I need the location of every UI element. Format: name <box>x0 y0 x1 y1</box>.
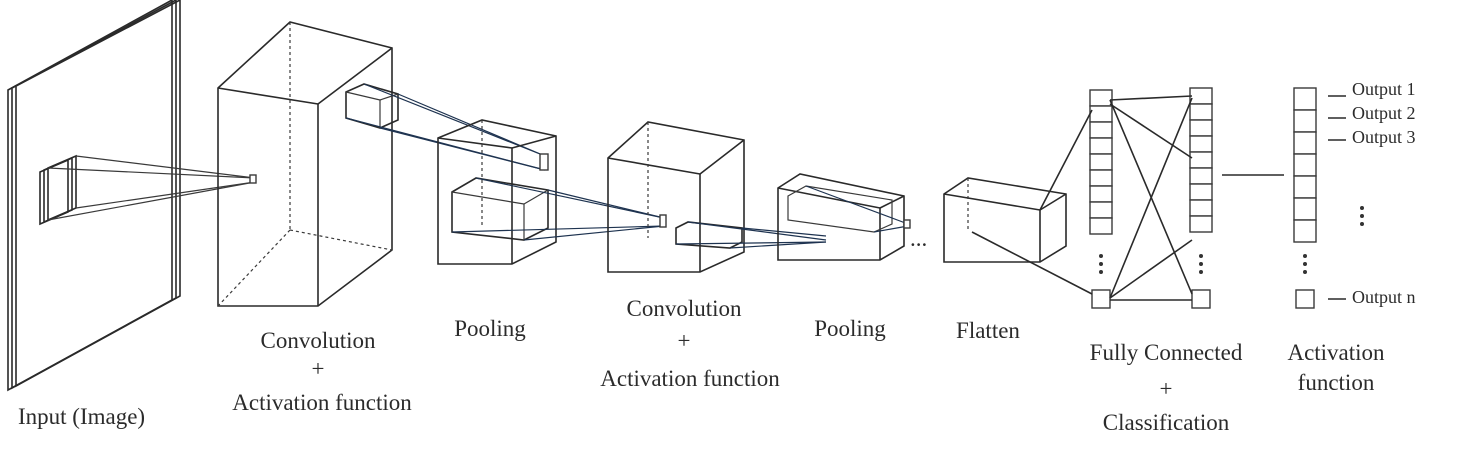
neuron-cell <box>1293 175 1317 199</box>
conv2-label-line1: Convolution <box>626 296 742 321</box>
conv2-label-line3: Activation function <box>600 366 780 391</box>
flatten-to-fc-links <box>971 109 1093 295</box>
output-ticks <box>1328 95 1346 300</box>
fc-label-line3: Classification <box>1103 410 1230 435</box>
conv2-projection-rays <box>675 221 827 249</box>
flatten-volume <box>943 177 1067 263</box>
neuron-cell <box>1089 185 1113 203</box>
pool1-volume <box>437 119 557 265</box>
fc-cross-links <box>1109 95 1193 301</box>
neuron-cell <box>1089 121 1113 139</box>
neuron-cell <box>1189 167 1213 185</box>
neuron-cell <box>1189 151 1213 169</box>
flatten-label: Flatten <box>956 318 1020 343</box>
output-label-1: Output 1 <box>1352 79 1416 99</box>
neuron-cell <box>1089 89 1113 107</box>
neuron-cell <box>1089 137 1113 155</box>
pool2-volume <box>777 173 911 261</box>
conv1-volume <box>217 21 399 307</box>
neuron-cell <box>1293 109 1317 133</box>
layer-ellipsis: ... <box>910 226 927 251</box>
fc-layer-1 <box>1089 89 1113 309</box>
neuron-cell <box>1089 169 1113 187</box>
conv2-volume <box>607 121 745 273</box>
activation-layer <box>1293 87 1364 309</box>
neuron-cell <box>1189 119 1213 137</box>
output-label-n: Output n <box>1352 287 1416 307</box>
activation-label-line1: Activation <box>1287 340 1385 365</box>
pool2-label: Pooling <box>814 316 886 341</box>
pool1-label: Pooling <box>454 316 526 341</box>
neuron-cell <box>1089 153 1113 171</box>
conv1-label-line2: + <box>312 356 325 381</box>
neuron-cell <box>1189 87 1213 105</box>
neuron-cell <box>1189 103 1213 121</box>
output-label-2: Output 2 <box>1352 103 1416 123</box>
fc1-neuron-column <box>1089 89 1113 235</box>
input-label: Input (Image) <box>18 404 145 429</box>
conv1-label-line1: Convolution <box>260 328 376 353</box>
neuron-cell <box>1189 183 1213 201</box>
conv2-label-line2: + <box>678 328 691 353</box>
neuron-cell <box>1293 219 1317 243</box>
neuron-cell <box>1293 87 1317 111</box>
neuron-cell <box>1089 105 1113 123</box>
neuron-cell <box>1293 197 1317 221</box>
neuron-cell <box>1189 135 1213 153</box>
activation-label-line2: function <box>1298 370 1375 395</box>
neuron-cell <box>1293 131 1317 155</box>
activation-neuron-column <box>1293 87 1317 243</box>
fc-layer-2 <box>1189 87 1213 309</box>
neuron-cell <box>1089 217 1113 235</box>
neuron-cell <box>1189 215 1213 233</box>
neuron-cell <box>1189 199 1213 217</box>
fc2-neuron-column <box>1189 87 1213 233</box>
output-label-3: Output 3 <box>1352 127 1416 147</box>
input-projection-rays <box>47 155 257 221</box>
neuron-cell <box>1293 153 1317 177</box>
conv1-label-line3: Activation function <box>232 390 412 415</box>
fc-label-line1: Fully Connected <box>1090 340 1243 365</box>
neuron-cell <box>1089 201 1113 219</box>
fc-label-line2: + <box>1160 376 1173 401</box>
input-image-plane <box>7 0 181 392</box>
pool1-projection-rays <box>451 177 667 241</box>
